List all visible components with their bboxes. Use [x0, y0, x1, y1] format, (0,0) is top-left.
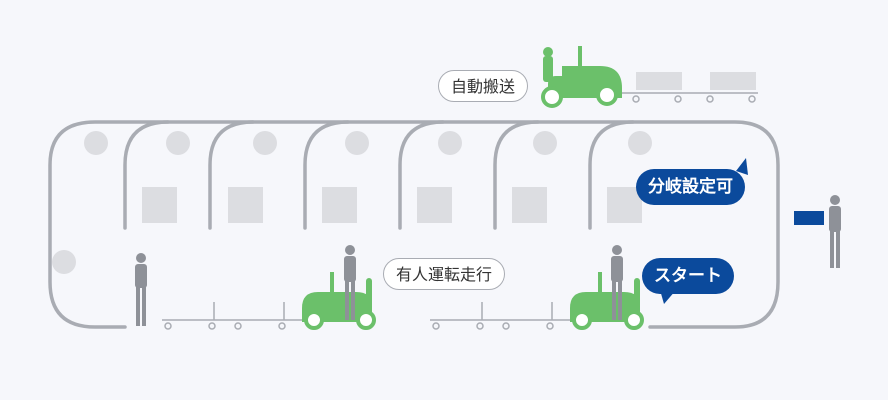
manual-tractor-group-right [430, 245, 644, 330]
storage-slot [142, 187, 177, 223]
work-station-group [794, 195, 841, 268]
towing-tractor-icon [541, 46, 622, 108]
person-icon [135, 253, 147, 326]
manual-tractor-group-left [135, 245, 376, 330]
position-marker [52, 250, 76, 274]
cart-icon [500, 302, 556, 330]
start-bubble: スタート [642, 258, 734, 294]
lane-divider [303, 120, 350, 230]
person-icon [829, 195, 841, 268]
person-icon [344, 245, 356, 320]
lane-divider [398, 120, 445, 230]
manned-driving-label: 有人運転走行 [383, 258, 506, 290]
cart-icon [232, 302, 288, 330]
position-marker [438, 131, 462, 155]
storage-slot [322, 187, 357, 223]
position-marker [166, 131, 190, 155]
lane-divider [588, 120, 635, 230]
position-marker [533, 131, 557, 155]
loop-track [48, 120, 780, 329]
lane-divider [208, 120, 255, 230]
work-station-icon [794, 211, 824, 225]
storage-slot [417, 187, 452, 223]
automatic-tractor-group [541, 46, 758, 108]
cart-icon [704, 72, 758, 103]
bubble-tail-branch [736, 158, 748, 175]
storage-slots [142, 187, 642, 223]
cart-icon [162, 302, 218, 330]
cart-icon [630, 72, 684, 103]
position-marker [345, 131, 369, 155]
person-icon [611, 245, 623, 320]
lane-divider [493, 120, 540, 230]
towing-tractor-icon [570, 272, 644, 330]
position-markers [52, 131, 652, 274]
position-marker [628, 131, 652, 155]
towing-tractor-icon [302, 272, 376, 330]
lane-divider [123, 120, 170, 230]
position-marker [84, 131, 108, 155]
storage-slot [228, 187, 263, 223]
storage-slot [512, 187, 547, 223]
automatic-transport-label: 自動搬送 [438, 70, 529, 102]
branch-settable-bubble: 分岐設定可 [636, 169, 745, 205]
lane-dividers [123, 120, 635, 230]
position-marker [253, 131, 277, 155]
cart-icon [430, 302, 486, 330]
